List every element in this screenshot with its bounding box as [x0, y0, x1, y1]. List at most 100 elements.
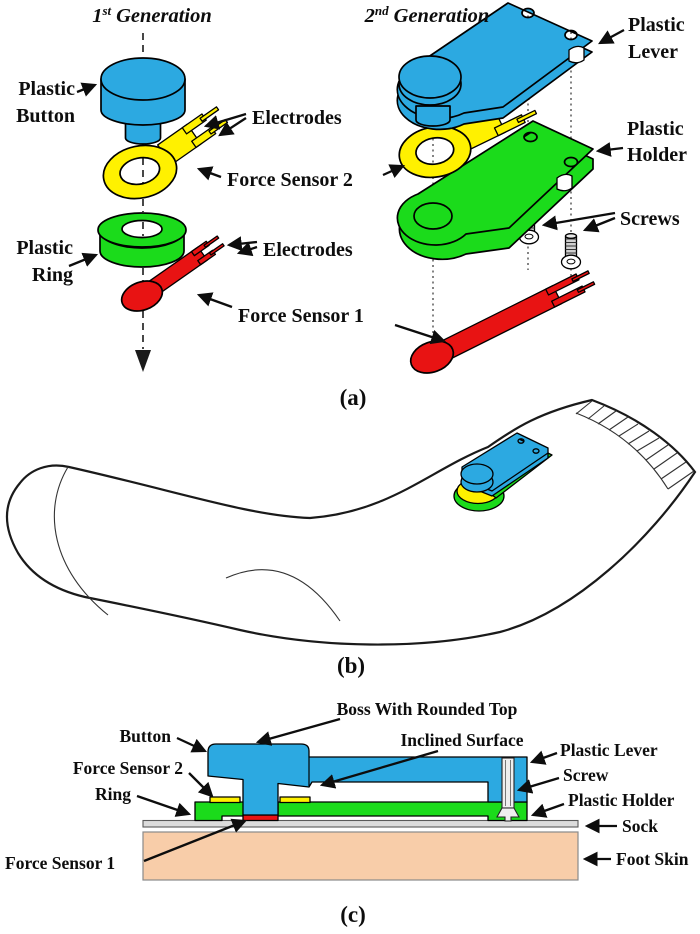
arrow-plastic-lever-c: [529, 750, 558, 765]
label-plastic-button: Plastic Button: [16, 78, 98, 127]
arrow-electrodes-mid-1: [226, 236, 258, 252]
lever-notch: [568, 45, 585, 64]
arrow-electrodes-mid-2: [236, 241, 258, 257]
svg-text:Plastic Lever: Plastic Lever: [560, 740, 658, 760]
svg-text:Button: Button: [16, 105, 75, 127]
gen1-axis-arrowhead: [135, 350, 151, 372]
arrow-plastic-holder-c: [530, 802, 565, 818]
svg-text:Ring: Ring: [32, 264, 73, 286]
arrow-electrodes-top-1: [203, 112, 247, 130]
plastic-holder-gen2: [396, 120, 594, 261]
arrow-force-sensor-2-c: [188, 772, 214, 798]
panel-c-cross-section: [142, 743, 579, 881]
sock-outline: [5, 398, 697, 646]
label-plastic-holder: Plastic Holder: [595, 118, 687, 166]
arrow-screw-c: [516, 776, 560, 794]
label-sock-c: Sock: [584, 816, 658, 836]
svg-text:Screw: Screw: [563, 765, 609, 785]
arrow-force-sensor-2-right: [382, 164, 406, 179]
label-button-c: Button: [119, 726, 208, 753]
arrow-plastic-lever: [598, 28, 625, 45]
svg-text:Force Sensor 2: Force Sensor 2: [227, 169, 353, 191]
label-screws: Screws: [541, 208, 680, 233]
label-boss: Boss With Rounded Top: [255, 699, 518, 746]
svg-text:Force Sensor 2: Force Sensor 2: [73, 758, 183, 778]
arrow-force-sensor-1-left: [196, 292, 233, 309]
svg-text:Electrodes: Electrodes: [252, 107, 342, 129]
force-sensor-1-gen1: [120, 235, 225, 312]
arrow-button-c: [176, 736, 208, 753]
svg-text:Boss With Rounded Top: Boss With Rounded Top: [337, 699, 518, 719]
svg-text:Plastic: Plastic: [627, 118, 684, 140]
label-plastic-holder-c: Plastic Holder: [530, 790, 675, 818]
svg-text:Force Sensor 1: Force Sensor 1: [5, 853, 115, 873]
caption-b: (b): [337, 653, 365, 678]
label-ring-c: Ring: [95, 784, 192, 817]
caption-a: (a): [340, 385, 367, 410]
svg-text:Foot Skin: Foot Skin: [616, 849, 689, 869]
arrow-inclined-surface: [319, 749, 439, 789]
label-force-sensor-2-c: Force Sensor 2: [73, 758, 214, 798]
sock-cuff-hatching: [575, 400, 695, 490]
label-inclined-surface: Inclined Surface: [319, 730, 524, 789]
svg-text:Holder: Holder: [627, 144, 687, 166]
arrow-screws-2: [582, 216, 616, 233]
svg-text:Inclined Surface: Inclined Surface: [401, 730, 524, 750]
panel-b-sock: [5, 398, 697, 646]
panel-a-gen2: [396, 2, 596, 374]
force-sensor-1-strip: [242, 814, 279, 822]
svg-text:Plastic: Plastic: [16, 237, 73, 259]
arrow-electrodes-top-2: [218, 117, 247, 137]
svg-text:Button: Button: [119, 726, 171, 746]
arrow-ring-c: [136, 794, 192, 817]
svg-text:Ring: Ring: [95, 784, 131, 804]
screw-2: [560, 233, 582, 270]
svg-text:Electrodes: Electrodes: [263, 239, 353, 261]
svg-text:Screws: Screws: [620, 208, 680, 230]
foot-skin-region: [142, 831, 579, 881]
panel-a-gen1: [97, 33, 229, 372]
holder-left-section: [194, 801, 246, 822]
label-force-sensor-1: Force Sensor 1: [196, 292, 447, 345]
caption-c: (c): [340, 902, 366, 927]
arrow-force-sensor-1-c: [143, 818, 248, 863]
svg-text:Plastic Holder: Plastic Holder: [568, 790, 675, 810]
arrow-boss: [255, 717, 341, 746]
screw-section: [496, 757, 520, 822]
plastic-button-gen1: [100, 57, 186, 145]
plastic-lever-gen2: [396, 2, 593, 131]
sock-toe-seam: [53, 466, 109, 616]
svg-text:Force Sensor 1: Force Sensor 1: [238, 305, 364, 327]
label-plastic-ring: Plastic Ring: [16, 237, 99, 286]
svg-text:Lever: Lever: [628, 41, 678, 63]
sock-layer: [142, 819, 579, 828]
arrow-plastic-button: [76, 82, 98, 97]
arrow-plastic-ring: [68, 252, 99, 268]
svg-text:Sock: Sock: [622, 816, 658, 836]
force-sensor-2-strip-left: [209, 796, 241, 804]
button-lever-section: [207, 743, 528, 816]
sock-mounted-sensor: [453, 432, 553, 512]
arrow-force-sensor-1-right: [394, 323, 447, 345]
plastic-ring-gen1: [97, 212, 187, 268]
label-foot-skin-c: Foot Skin: [582, 849, 689, 869]
label-electrodes-top: Electrodes: [203, 107, 342, 137]
arrow-plastic-holder: [595, 142, 624, 157]
sock-heel-seam: [225, 569, 341, 622]
label-screw-c: Screw: [516, 765, 609, 794]
lever-round-pad: [398, 55, 462, 99]
force-sensor-2-strip-right: [279, 796, 311, 804]
label-plastic-lever: Plastic Lever: [598, 14, 685, 63]
holder-right-section: [277, 801, 528, 822]
svg-text:Plastic: Plastic: [628, 14, 685, 36]
arrow-force-sensor-2-left: [196, 166, 222, 181]
svg-text:Plastic: Plastic: [18, 78, 75, 100]
label-plastic-lever-c: Plastic Lever: [529, 740, 658, 765]
arrow-screws-1: [541, 211, 616, 231]
label-force-sensor-2: Force Sensor 2: [196, 164, 406, 191]
label-force-sensor-1-c: Force Sensor 1: [5, 818, 248, 873]
